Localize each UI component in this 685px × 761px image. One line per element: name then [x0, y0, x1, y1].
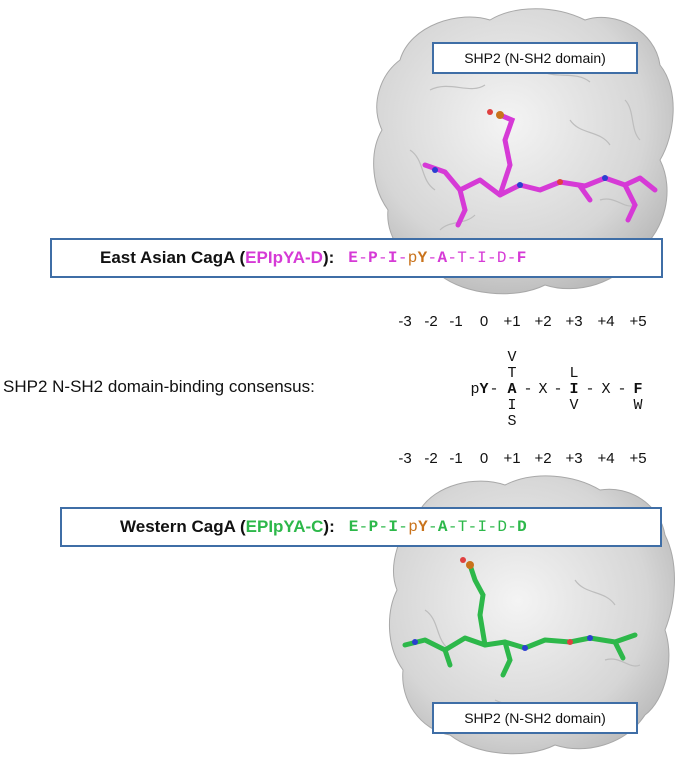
western-sequence: E-P-I-pY-A-T-I-D-D: [348, 518, 528, 536]
bottom-shp2-label: SHP2 (N-SH2 domain): [464, 710, 606, 726]
east-res-p-phospho: p: [407, 249, 418, 267]
west-res-i: I: [388, 518, 399, 536]
west-res-a: A: [437, 518, 448, 536]
west-res-d: D: [497, 518, 508, 536]
east-asian-motif: EPIpYA-D: [245, 248, 323, 267]
consensus-label: SHP2 N-SH2 domain-binding consensus:: [3, 377, 315, 396]
position-row-bottom: -3 -2 -1 0 +1 +2 +3 +4 +5: [398, 450, 647, 467]
west-res-y: Y: [418, 518, 428, 536]
consensus-i: I: [569, 381, 579, 398]
east-res-y: Y: [417, 249, 428, 267]
west-res-p-phospho: p: [408, 518, 419, 536]
west-res-d-final: D: [517, 518, 528, 536]
top-shp2-label: SHP2 (N-SH2 domain): [464, 50, 606, 66]
east-asian-peptide-stick-icon: [422, 109, 658, 228]
west-res-i2: I: [477, 518, 488, 536]
west-res-t: T: [457, 518, 468, 536]
east-res-f: F: [516, 249, 527, 267]
east-asian-sequence-box: East Asian CagA (EPIpYA-D): E-P-I-pY-A-T…: [50, 238, 663, 278]
west-res-p: P: [368, 518, 379, 536]
east-asian-sequence: E-P-I-pY-A-T-I-D-F: [348, 249, 527, 267]
west-res-e: E: [348, 518, 359, 536]
top-shp2-label-box: SHP2 (N-SH2 domain): [432, 42, 638, 74]
western-strain-label: Western CagA (EPIpYA-C):: [120, 517, 335, 536]
consensus-f: F: [633, 381, 643, 398]
east-res-p: P: [368, 249, 378, 267]
position-row-top: -3 -2 -1 0 +1 +2 +3 +4 +5: [398, 313, 647, 330]
east-asian-strain-label: East Asian CagA (EPIpYA-D):: [100, 248, 335, 267]
east-res-a: A: [437, 249, 448, 267]
bottom-shp2-label-box: SHP2 (N-SH2 domain): [432, 702, 638, 734]
western-peptide-stick-icon: [402, 557, 638, 678]
east-res-e: E: [348, 249, 359, 267]
consensus-a: A: [507, 381, 517, 398]
east-res-t: T: [457, 249, 468, 267]
east-res-i: I: [387, 249, 398, 267]
east-res-d: D: [496, 249, 507, 267]
east-res-i2: I: [477, 249, 487, 267]
shp2-top-surface-structure: [373, 8, 674, 295]
western-motif: EPIpYA-C: [245, 517, 324, 536]
western-sequence-box: Western CagA (EPIpYA-C): E-P-I-pY-A-T-I-…: [60, 507, 662, 547]
